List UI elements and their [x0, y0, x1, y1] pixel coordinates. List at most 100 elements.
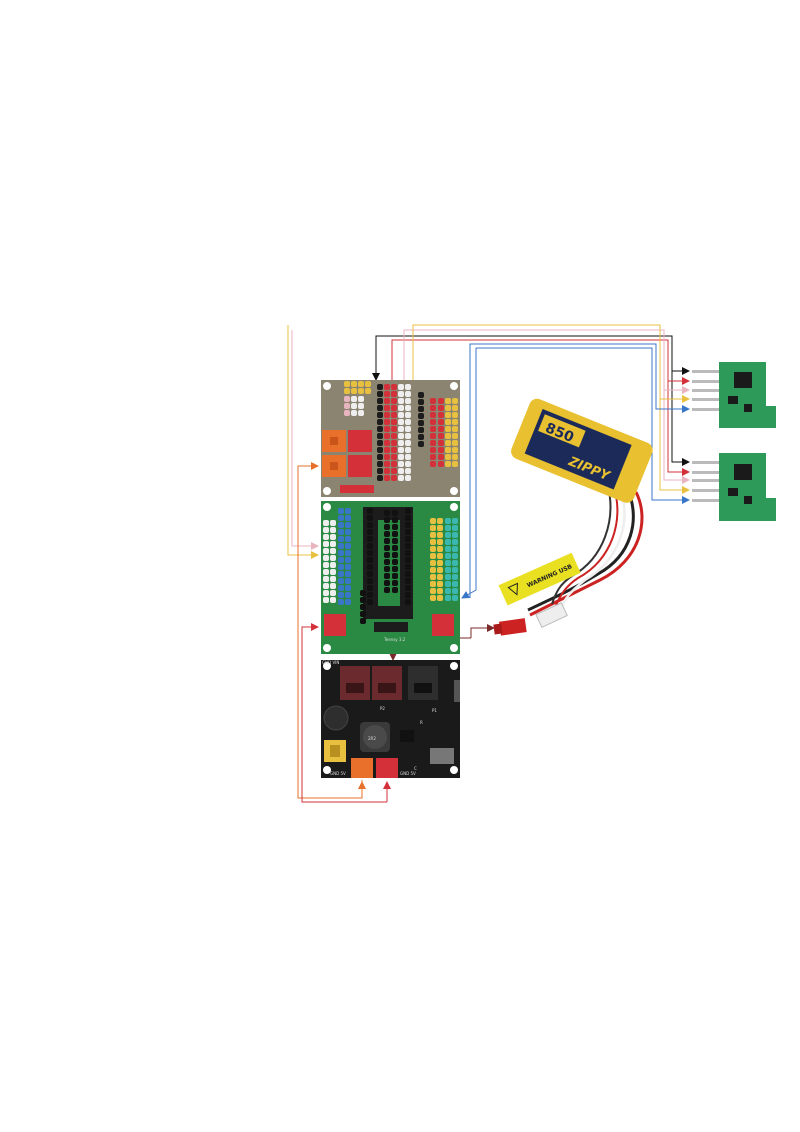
sensor-pin [692, 370, 720, 373]
header-pin [438, 412, 444, 418]
header-pin [452, 440, 458, 446]
header-pin [398, 391, 404, 397]
power-label-p1: P1 [432, 708, 437, 713]
header-pin [384, 510, 390, 516]
header-pin [438, 454, 444, 460]
sensor-pin [692, 489, 720, 492]
header-pin [323, 527, 329, 533]
header-pin [384, 524, 390, 530]
header-pin [358, 396, 364, 402]
header-pin [338, 522, 344, 528]
header-pin [323, 534, 329, 540]
header-pin [330, 562, 336, 568]
wire-yellow-teensy [287, 325, 319, 559]
header-pin [405, 461, 411, 467]
header-pin [391, 440, 397, 446]
header-pin [377, 398, 383, 404]
header-pin [345, 599, 351, 605]
header-pin [430, 412, 436, 418]
header-pin [418, 406, 424, 412]
header-pin [384, 545, 390, 551]
header-pin [391, 426, 397, 432]
header-pin [367, 599, 373, 605]
header-pin [452, 426, 458, 432]
servo-board [321, 380, 460, 497]
header-pin [430, 539, 436, 545]
header-pin [418, 420, 424, 426]
power-label-p2: P2 [380, 706, 385, 711]
header-pin [367, 550, 373, 556]
header-pin [345, 536, 351, 542]
header-pin [398, 433, 404, 439]
header-pin [384, 412, 390, 418]
header-pin [351, 396, 357, 402]
header-pin [405, 592, 411, 598]
header-pin [438, 405, 444, 411]
header-pin [384, 580, 390, 586]
header-pin [323, 548, 329, 554]
header-pin [452, 588, 458, 594]
header-pin [360, 590, 366, 596]
header-pin [351, 403, 357, 409]
header-pin [405, 599, 411, 605]
header-pin [344, 410, 350, 416]
header-pin [367, 543, 373, 549]
header-pin [405, 468, 411, 474]
header-pin [430, 567, 436, 573]
header-pin [384, 552, 390, 558]
header-pin [405, 391, 411, 397]
header-pin [405, 585, 411, 591]
wire-pink-sensor2 [663, 390, 690, 484]
header-pin [345, 564, 351, 570]
header-pin [438, 440, 444, 446]
header-pin [452, 539, 458, 545]
header-pin [338, 564, 344, 570]
header-pin [323, 541, 329, 547]
header-pin [391, 391, 397, 397]
header-pin [452, 419, 458, 425]
power-label-gnd-vin: GND VIN [322, 660, 339, 665]
header-pin [430, 525, 436, 531]
header-pin [430, 447, 436, 453]
header-pin [391, 405, 397, 411]
header-pin [367, 578, 373, 584]
header-pin [445, 539, 451, 545]
header-pin [405, 536, 411, 542]
header-pin [384, 559, 390, 565]
header-pin [367, 508, 373, 514]
header-pin [437, 581, 443, 587]
header-pin [323, 569, 329, 575]
header-pin [384, 587, 390, 593]
header-pin [345, 550, 351, 556]
header-pin [384, 531, 390, 537]
header-pin [452, 595, 458, 601]
header-pin [445, 447, 451, 453]
header-pin [405, 419, 411, 425]
header-pin [430, 461, 436, 467]
header-pin [405, 571, 411, 577]
header-pin [330, 520, 336, 526]
header-pin [377, 384, 383, 390]
header-pin [338, 585, 344, 591]
wire-darkred-battery-tip [470, 624, 495, 638]
header-pin [384, 566, 390, 572]
header-pin [330, 597, 336, 603]
header-pin [430, 440, 436, 446]
header-pin [360, 618, 366, 624]
header-pin [452, 405, 458, 411]
header-pin [358, 410, 364, 416]
header-pin [367, 536, 373, 542]
wire-black-sensor1 [375, 335, 690, 380]
header-pin [391, 419, 397, 425]
wire-yellow-sensor2 [659, 399, 690, 494]
header-pin [323, 562, 329, 568]
header-pin [323, 576, 329, 582]
header-pin [392, 573, 398, 579]
header-pin [323, 590, 329, 596]
header-pin [437, 518, 443, 524]
power-label-r: R [420, 720, 423, 725]
header-pin [430, 454, 436, 460]
header-pin [391, 454, 397, 460]
header-pin [405, 543, 411, 549]
header-pin [398, 447, 404, 453]
